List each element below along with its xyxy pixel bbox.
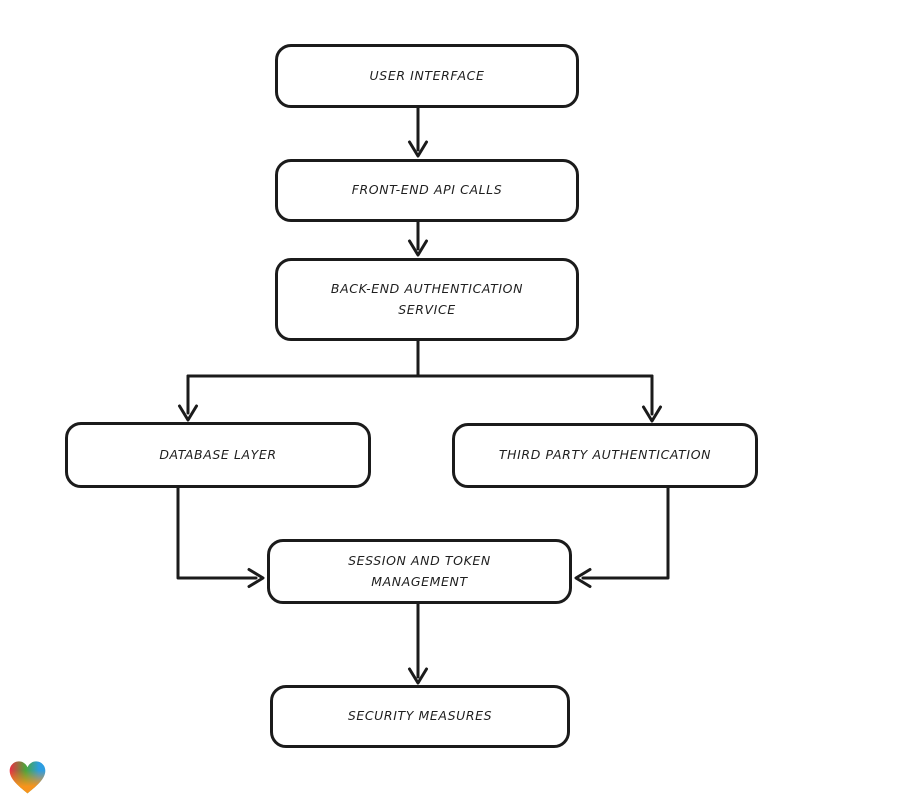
edge-frontend-to-backend	[408, 220, 428, 257]
node-front-end-api-calls: FRONT-END API CALLS	[275, 159, 579, 222]
node-security-measures-label: SECURITY MEASURES	[347, 708, 493, 724]
edge-user-interface-to-frontend	[408, 106, 428, 158]
edge-thirdparty-to-session	[574, 486, 670, 588]
node-front-end-api-calls-label: FRONT-END API CALLS	[351, 182, 503, 198]
node-third-party-authentication-label: THIRD PARTY AUTHENTICATION	[498, 447, 712, 463]
edge-backend-branch	[178, 339, 662, 423]
edge-session-to-security	[408, 602, 428, 685]
node-user-interface: USER INTERFACE	[275, 44, 579, 108]
eraser-heart-logo	[9, 760, 46, 795]
node-back-end-authentication-service-label: BACK-END AUTHENTICATION SERVICE	[330, 280, 524, 317]
node-session-and-token-management-label: SESSION AND TOKEN MANAGEMENT	[348, 552, 491, 589]
node-database-layer: DATABASE LAYER	[65, 422, 371, 488]
edge-database-to-session	[176, 486, 265, 588]
node-third-party-authentication: THIRD PARTY AUTHENTICATION	[452, 423, 758, 488]
node-session-and-token-management: SESSION AND TOKEN MANAGEMENT	[267, 539, 572, 604]
node-user-interface-label: USER INTERFACE	[369, 67, 485, 83]
heart-icon	[9, 761, 46, 794]
node-database-layer-label: DATABASE LAYER	[159, 446, 277, 462]
node-back-end-authentication-service: BACK-END AUTHENTICATION SERVICE	[275, 258, 579, 341]
node-security-measures: SECURITY MEASURES	[270, 685, 570, 748]
